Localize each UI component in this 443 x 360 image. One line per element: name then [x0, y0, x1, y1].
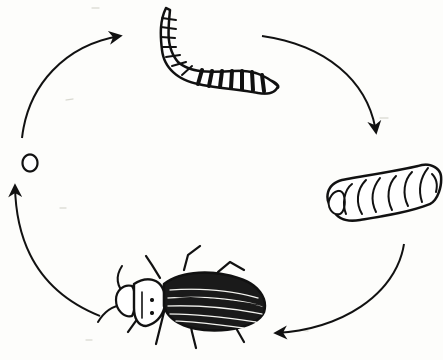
egg-icon [23, 155, 38, 172]
arrow-larva-to-pupa [262, 36, 376, 132]
arrow-adult-to-egg [15, 186, 100, 316]
arrow-egg-to-larva [22, 36, 120, 138]
beetle-icon [98, 246, 265, 348]
pupa-icon [327, 165, 441, 221]
larva-icon [161, 8, 279, 94]
arrow-pupa-to-adult [276, 244, 404, 333]
